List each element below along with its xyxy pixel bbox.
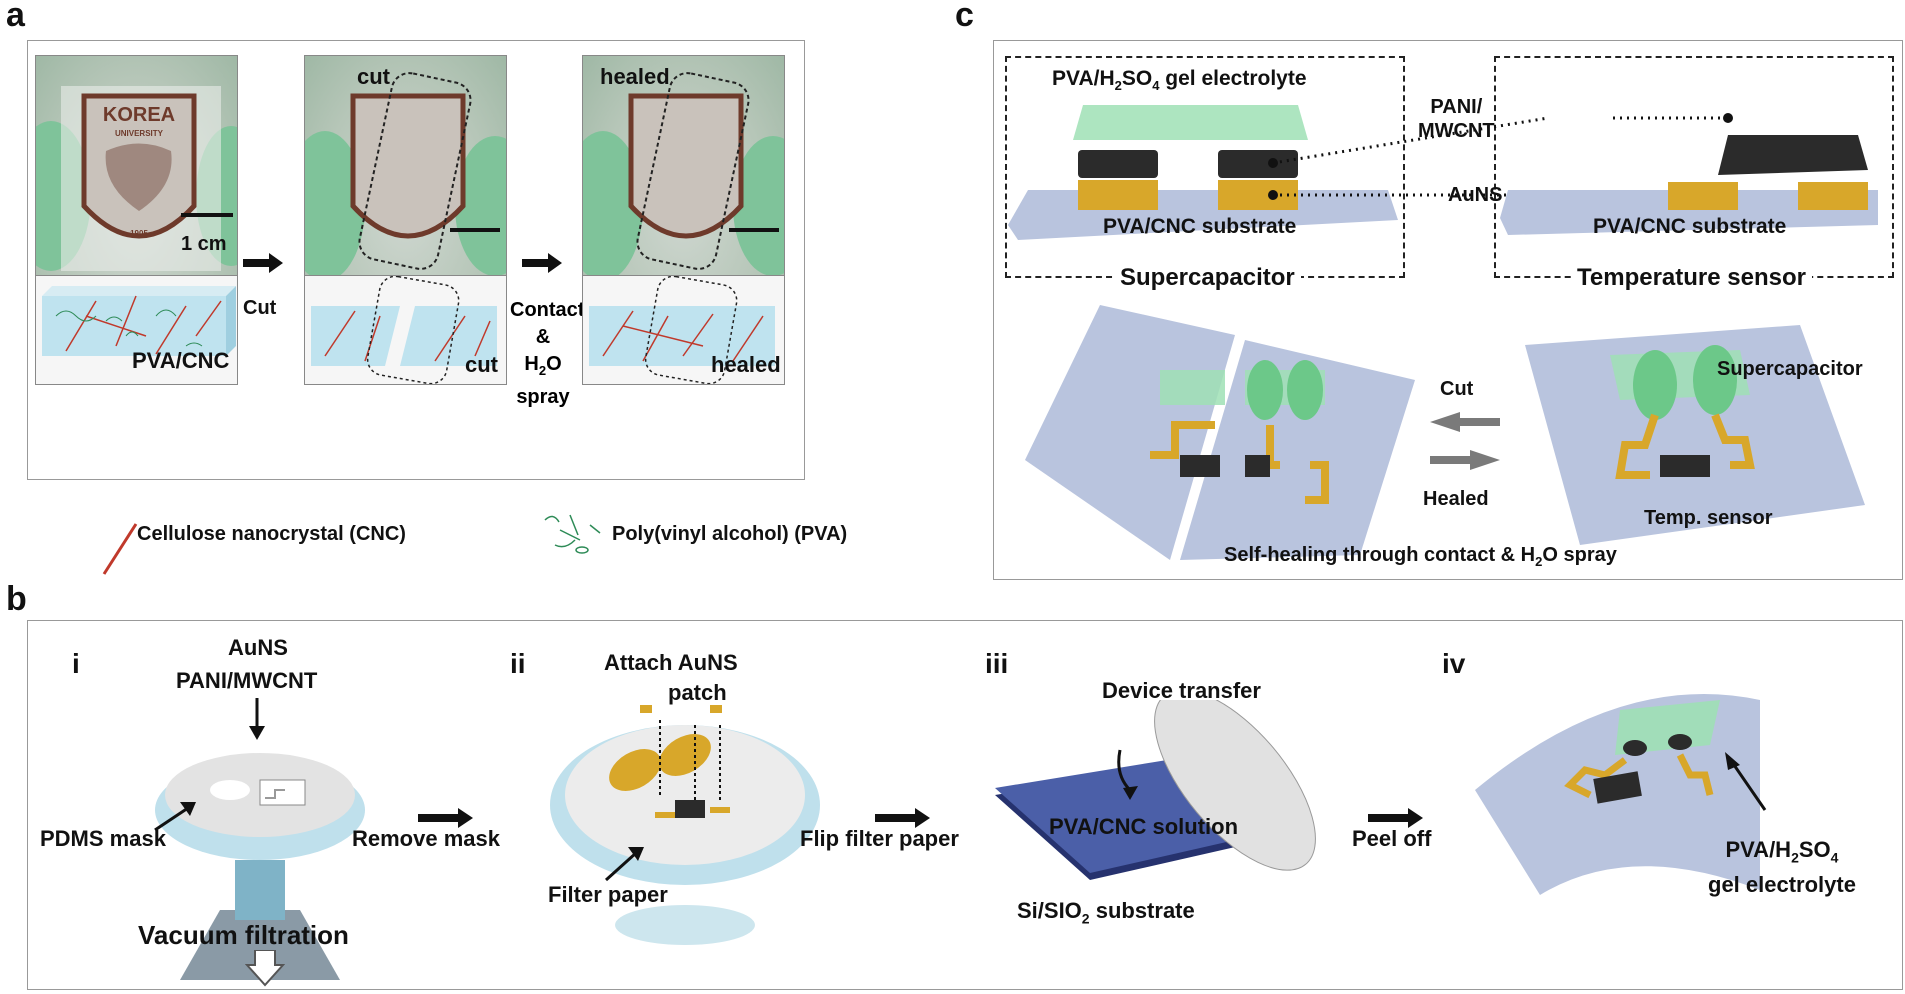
pani-step-label: PANI/MWCNT	[176, 668, 318, 693]
sensor-pani	[1718, 135, 1868, 175]
film-photo: KOREA UNIVERSITY 1905	[36, 56, 237, 275]
cnc-legend-label: Cellulose nanocrystal (CNC)	[137, 523, 406, 545]
down-arrow-icon	[245, 950, 285, 987]
si-substrate-label: Si/SIO2 substrate	[1017, 898, 1195, 927]
remove-mask-arrow	[418, 808, 473, 828]
arrow-contact-label: Contact & H2O spray	[510, 297, 585, 411]
logo-emblem-healed-image	[583, 72, 784, 281]
pani-pointer-arrow	[249, 698, 265, 740]
film-photo-healed	[583, 56, 784, 281]
filter-paper-label: Filter paper	[548, 882, 668, 907]
cut-arrow	[1430, 412, 1500, 432]
logo-emblem-image: KOREA UNIVERSITY 1905	[36, 86, 237, 271]
supercap-gold-right	[1218, 180, 1298, 210]
supercapacitor-device-label: Supercapacitor	[1717, 358, 1863, 380]
healed-arrow	[1430, 450, 1500, 470]
sensor-gold-left	[1668, 182, 1738, 210]
photo-pva-cnc: KOREA UNIVERSITY 1905 1 cm PVA/CNC	[35, 55, 238, 385]
cut-device-right	[1180, 340, 1415, 560]
healed-arrow-label: Healed	[1423, 488, 1489, 510]
pva-legend-label: Poly(vinyl alcohol) (PVA)	[612, 523, 848, 545]
arrow-cut-label: Cut	[243, 297, 277, 319]
flip-arrow	[875, 808, 930, 828]
pva-legend-icon	[544, 514, 601, 554]
logo-text: KOREA	[103, 104, 175, 126]
auns-step-label: AuNS	[228, 635, 288, 660]
film-schematic	[42, 286, 236, 356]
pva-cnc-label: PVA/CNC	[132, 348, 230, 373]
supercap-gel	[1073, 105, 1308, 140]
cut-label-bottom: cut	[465, 352, 498, 377]
remove-mask-label: Remove mask	[352, 826, 500, 851]
pva-cnc-solution-label: PVA/CNC solution	[1049, 814, 1239, 839]
film-photo-cut	[305, 56, 506, 281]
self-healing-caption: Self-healing through contact & H2O spray	[1224, 544, 1617, 569]
arrow-cut	[243, 253, 283, 273]
filtration-funnel-illustration	[155, 753, 365, 980]
cut-device-left	[1025, 305, 1235, 560]
arrow-contact	[522, 253, 562, 273]
flexible-device-illustration	[1475, 694, 1767, 895]
peel-off-label: Peel off	[1352, 826, 1432, 851]
schematic-cut: cut	[305, 275, 506, 384]
scale-label: 1 cm	[181, 233, 227, 255]
panel-label-b: b	[6, 580, 27, 618]
photo-healed: healed healed	[582, 55, 785, 385]
sensor-substrate	[1500, 190, 1878, 235]
flip-filter-label: Flip filter paper	[800, 826, 959, 851]
sensor-gold-right	[1798, 182, 1868, 210]
panel-label-a: a	[6, 0, 25, 34]
supercap-pani-right	[1218, 150, 1298, 178]
supercap-gold-left	[1078, 180, 1158, 210]
film-schematic-cut	[311, 275, 497, 384]
schematic-pva-cnc: PVA/CNC	[36, 275, 237, 384]
pani-label: PANI/MWCNT	[1418, 96, 1495, 142]
vacuum-filtration-label: Vacuum filtration	[138, 920, 349, 950]
step-iv: iv	[1442, 648, 1466, 679]
temperature-sensor-title: Temperature sensor	[1571, 264, 1812, 292]
filter-paper-illustration	[550, 705, 820, 945]
healed-label-top: healed	[600, 64, 670, 89]
self-healing-illustration	[1025, 305, 1865, 560]
temp-sensor-device-label: Temp. sensor	[1644, 507, 1773, 529]
gel-step-label: PVA/H2SO4 gel electrolyte	[1708, 837, 1856, 898]
cut-arrow-label: Cut	[1440, 378, 1474, 400]
filter-pointer-arrow	[604, 847, 644, 882]
attach-label-1: Attach AuNS	[604, 650, 738, 675]
healed-label-bottom: healed	[711, 352, 781, 377]
step-i: i	[72, 648, 80, 679]
healed-device	[1525, 325, 1865, 545]
device-stack-illustration	[1008, 105, 1878, 240]
device-transfer-illustration	[995, 700, 1316, 880]
scale-bar-3	[729, 228, 779, 232]
spray-line: spray	[516, 386, 570, 408]
logo-emblem-cut-image	[305, 72, 506, 281]
water-line: H2O	[524, 353, 562, 378]
step-iii: iii	[985, 648, 1009, 679]
supercap-pani-left	[1078, 150, 1158, 178]
panel-label-c: c	[955, 0, 974, 34]
scale-bar-2	[450, 228, 500, 232]
contact-line: Contact	[510, 299, 585, 321]
film-schematic-healed	[589, 275, 775, 384]
step-ii: ii	[510, 648, 526, 679]
gel-electrolyte-label: PVA/H2SO4 gel electrolyte	[1052, 67, 1307, 94]
supercap-substrate-label: PVA/CNC substrate	[1103, 215, 1297, 238]
photo-cut: cut cut	[304, 55, 507, 385]
scale-bar	[181, 213, 233, 217]
sensor-substrate-label: PVA/CNC substrate	[1593, 215, 1787, 238]
device-transfer-label: Device transfer	[1102, 678, 1261, 703]
ampersand-line: &	[535, 326, 551, 348]
logo-year: 1905	[130, 229, 148, 238]
cnc-legend-icon	[102, 523, 138, 575]
supercapacitor-title: Supercapacitor	[1114, 264, 1301, 292]
logo-subtext: UNIVERSITY	[115, 129, 164, 138]
attach-label-2: patch	[668, 680, 727, 705]
cut-label-top: cut	[357, 64, 390, 89]
pdms-mask-label: PDMS mask	[40, 826, 166, 851]
mask-pointer-arrow	[154, 802, 196, 832]
schematic-healed: healed	[583, 275, 784, 384]
auns-label: AuNS	[1448, 184, 1503, 206]
peel-arrow	[1368, 808, 1423, 828]
